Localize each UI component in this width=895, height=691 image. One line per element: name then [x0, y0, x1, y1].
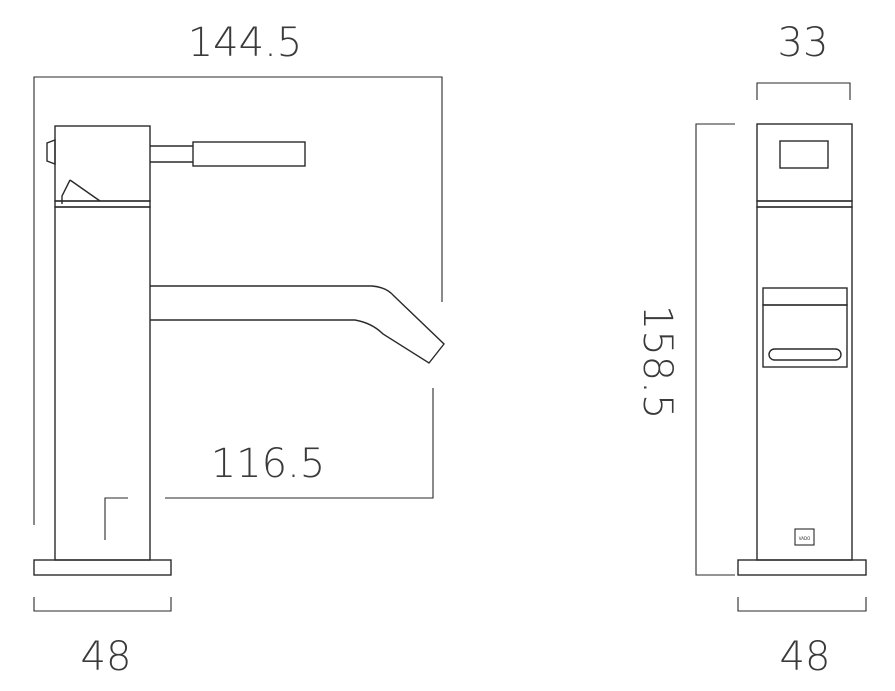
base-width-side-label: 48 — [81, 634, 132, 680]
spout-front-top — [762, 287, 848, 306]
side-view: 144.5 116.5 48 — [33, 20, 445, 680]
spout-reach-dimension-line — [165, 388, 434, 499]
base-plate-front — [737, 559, 867, 576]
joint-collar — [54, 200, 151, 208]
spout-reach-label: 116.5 — [211, 441, 326, 487]
spout-front — [762, 304, 848, 368]
lever-grip — [192, 141, 306, 167]
brand-logo-text: VADO — [799, 536, 810, 541]
body-depth-dimension-line — [756, 82, 851, 100]
base-width-side-dimension-line — [33, 597, 172, 612]
handle-head-front — [756, 123, 853, 202]
body-depth-label: 33 — [778, 20, 829, 66]
brand-logo — [794, 528, 815, 546]
handle-window — [779, 140, 829, 169]
spout-aerator-slot — [768, 348, 842, 361]
tap-body-side — [54, 206, 151, 561]
overall-width-label: 144.5 — [188, 20, 303, 66]
spout-side — [150, 285, 445, 364]
base-plate-side — [33, 559, 172, 576]
base-width-front-label: 48 — [780, 634, 831, 680]
front-view: 33 158.5 VADO 48 — [634, 20, 867, 680]
handle-block — [54, 125, 151, 202]
overall-height-label: 158.5 — [634, 305, 680, 420]
handle-rear-knob — [46, 138, 56, 166]
overall-width-dimension-line — [33, 76, 443, 525]
lever-stem — [150, 145, 193, 163]
base-width-front-dimension-line — [737, 597, 867, 612]
tap-body-front — [756, 206, 853, 561]
overall-height-dimension-line — [695, 123, 735, 576]
reference-corner-mark — [104, 497, 128, 540]
joint-collar-front — [756, 200, 853, 208]
